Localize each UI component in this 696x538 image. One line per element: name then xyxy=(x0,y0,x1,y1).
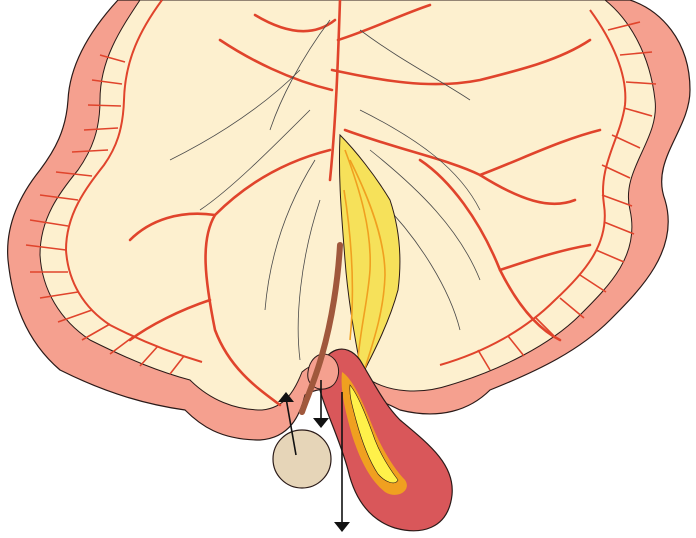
round-ball xyxy=(273,430,331,488)
